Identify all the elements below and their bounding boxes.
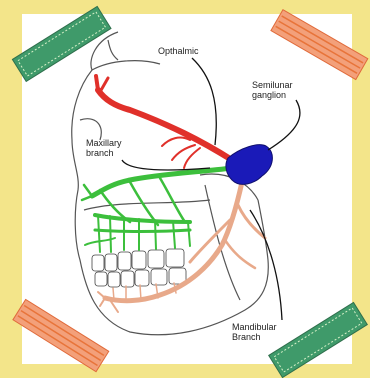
maxillary-branch-label: Maxillary branch (86, 138, 122, 158)
ophthalmic-label: Opthalmic (158, 46, 199, 56)
tape-top-right (271, 10, 368, 80)
tape-bottom-right (269, 302, 368, 377)
tape-top-left (12, 6, 111, 81)
semilunar-ganglion-label: Semilunar ganglion (252, 80, 293, 100)
tape-bottom-left (13, 299, 109, 371)
semilunar-ganglion (226, 145, 272, 185)
upper-teeth (92, 249, 184, 271)
mandibular-branch-label: Mandibular Branch (232, 322, 277, 342)
